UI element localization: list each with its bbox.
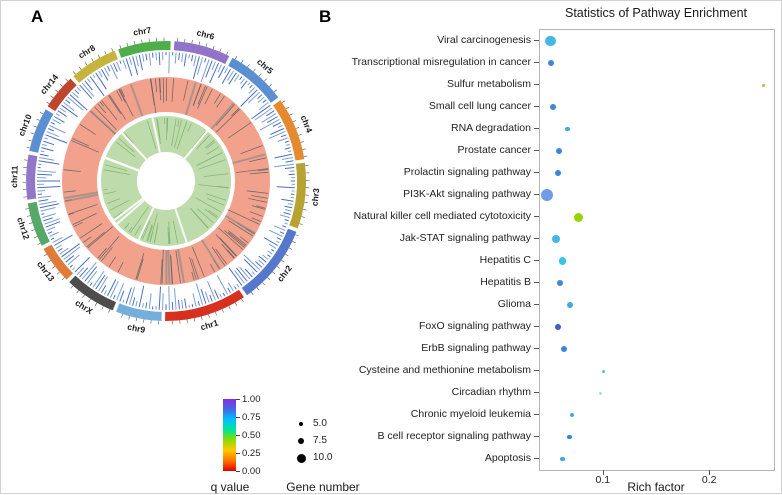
data-point (560, 457, 565, 462)
qvalue-tick (236, 399, 240, 400)
chromosome-label-chr11: chr11 (9, 165, 20, 188)
data-point (556, 148, 562, 154)
y-axis-label: Jak-STAT signaling pathway (311, 232, 531, 244)
data-point (552, 235, 560, 243)
y-axis-label: B cell receptor signaling pathway (311, 430, 531, 442)
y-axis-label: FoxO signaling pathway (311, 320, 531, 332)
chromosome-label-chrX: chrX (73, 298, 95, 317)
chromosome-label-chr2: chr2 (275, 263, 294, 284)
data-point (561, 346, 567, 352)
qvalue-tick (236, 435, 240, 436)
y-axis-label: Hepatitis B (311, 276, 531, 288)
data-point (545, 36, 556, 47)
y-axis-label: PI3K-Akt signaling pathway (311, 188, 531, 200)
chromosome-label-chr9: chr9 (127, 322, 147, 335)
y-axis-label: Apoptosis (311, 452, 531, 464)
data-point (599, 392, 602, 395)
qvalue-legend-title: q value (199, 480, 261, 494)
data-point (559, 257, 566, 264)
data-point (550, 104, 556, 110)
data-point (555, 170, 561, 176)
chromosome-arc-chr1 (165, 290, 244, 321)
chromosome-label-chr10: chr10 (16, 112, 34, 137)
y-axis-label: Prolactin signaling pathway (311, 166, 531, 178)
y-axis-label: Prostate cancer (311, 144, 531, 156)
circos-center (138, 153, 194, 209)
data-point (570, 413, 575, 418)
y-axis-label: Glioma (311, 298, 531, 310)
y-axis-label: Sulfur metabolism (311, 78, 531, 90)
data-point (565, 127, 570, 132)
data-point (762, 84, 765, 87)
y-axis-label: Cysteine and methionine metabolism (311, 364, 531, 376)
data-point (567, 435, 572, 440)
y-axis-label: Circadian rhythm (311, 386, 531, 398)
qvalue-tick (236, 471, 240, 472)
qvalue-colorbar (223, 399, 236, 471)
y-axis-label: Natural killer cell mediated cytotoxicit… (311, 210, 531, 222)
qvalue-tick-label: 0.75 (242, 412, 261, 423)
chromosome-arc-chr11 (26, 155, 37, 200)
data-point (602, 370, 605, 373)
chromosome-arc-chr10 (29, 109, 53, 152)
x-axis-title: Rich factor (539, 480, 773, 494)
gene-number-size-dot (298, 438, 305, 445)
chromosome-label-chr14: chr14 (38, 72, 60, 96)
chart-title: Statistics of Pathway Enrichment (526, 6, 782, 20)
chromosome-label-chr6: chr6 (196, 27, 216, 41)
pathway-enrichment-panel: B Statistics of Pathway Enrichment Viral… (311, 1, 782, 495)
panel-b-label: B (319, 7, 331, 27)
qvalue-tick (236, 417, 240, 418)
chromosome-label-chr7: chr7 (133, 25, 153, 38)
qvalue-tick-label: 0.50 (242, 430, 261, 441)
data-point (557, 280, 563, 286)
chromosome-arc-chr9 (116, 303, 162, 321)
scatter-plot-area (539, 29, 775, 471)
y-axis-label: ErbB signaling pathway (311, 342, 531, 354)
qvalue-tick (236, 453, 240, 454)
chromosome-label-chr5: chr5 (255, 57, 275, 76)
qvalue-tick-label: 1.00 (242, 394, 261, 405)
qvalue-tick-label: 0.25 (242, 448, 261, 459)
data-point (548, 60, 554, 66)
y-axis-label: Viral carcinogenesis (311, 34, 531, 46)
chromosome-label-chr12: chr12 (15, 216, 32, 241)
gene-number-size-dot (297, 454, 306, 463)
data-point (567, 302, 573, 308)
y-axis-label: RNA degradation (311, 122, 531, 134)
data-point (541, 189, 553, 201)
qvalue-tick-label: 0.00 (242, 466, 261, 477)
data-point (574, 213, 583, 222)
y-axis-label: Chronic myeloid leukemia (311, 408, 531, 420)
chromosome-arc-chr3 (289, 163, 306, 229)
chromosome-label-chr8: chr8 (76, 42, 97, 60)
y-axis-label: Transcriptional misregulation in cancer (311, 56, 531, 68)
y-axis-label: Hepatitis C (311, 254, 531, 266)
data-point (555, 324, 561, 330)
gene-number-size-dot (299, 422, 303, 426)
y-axis-label: Small cell lung cancer (311, 100, 531, 112)
